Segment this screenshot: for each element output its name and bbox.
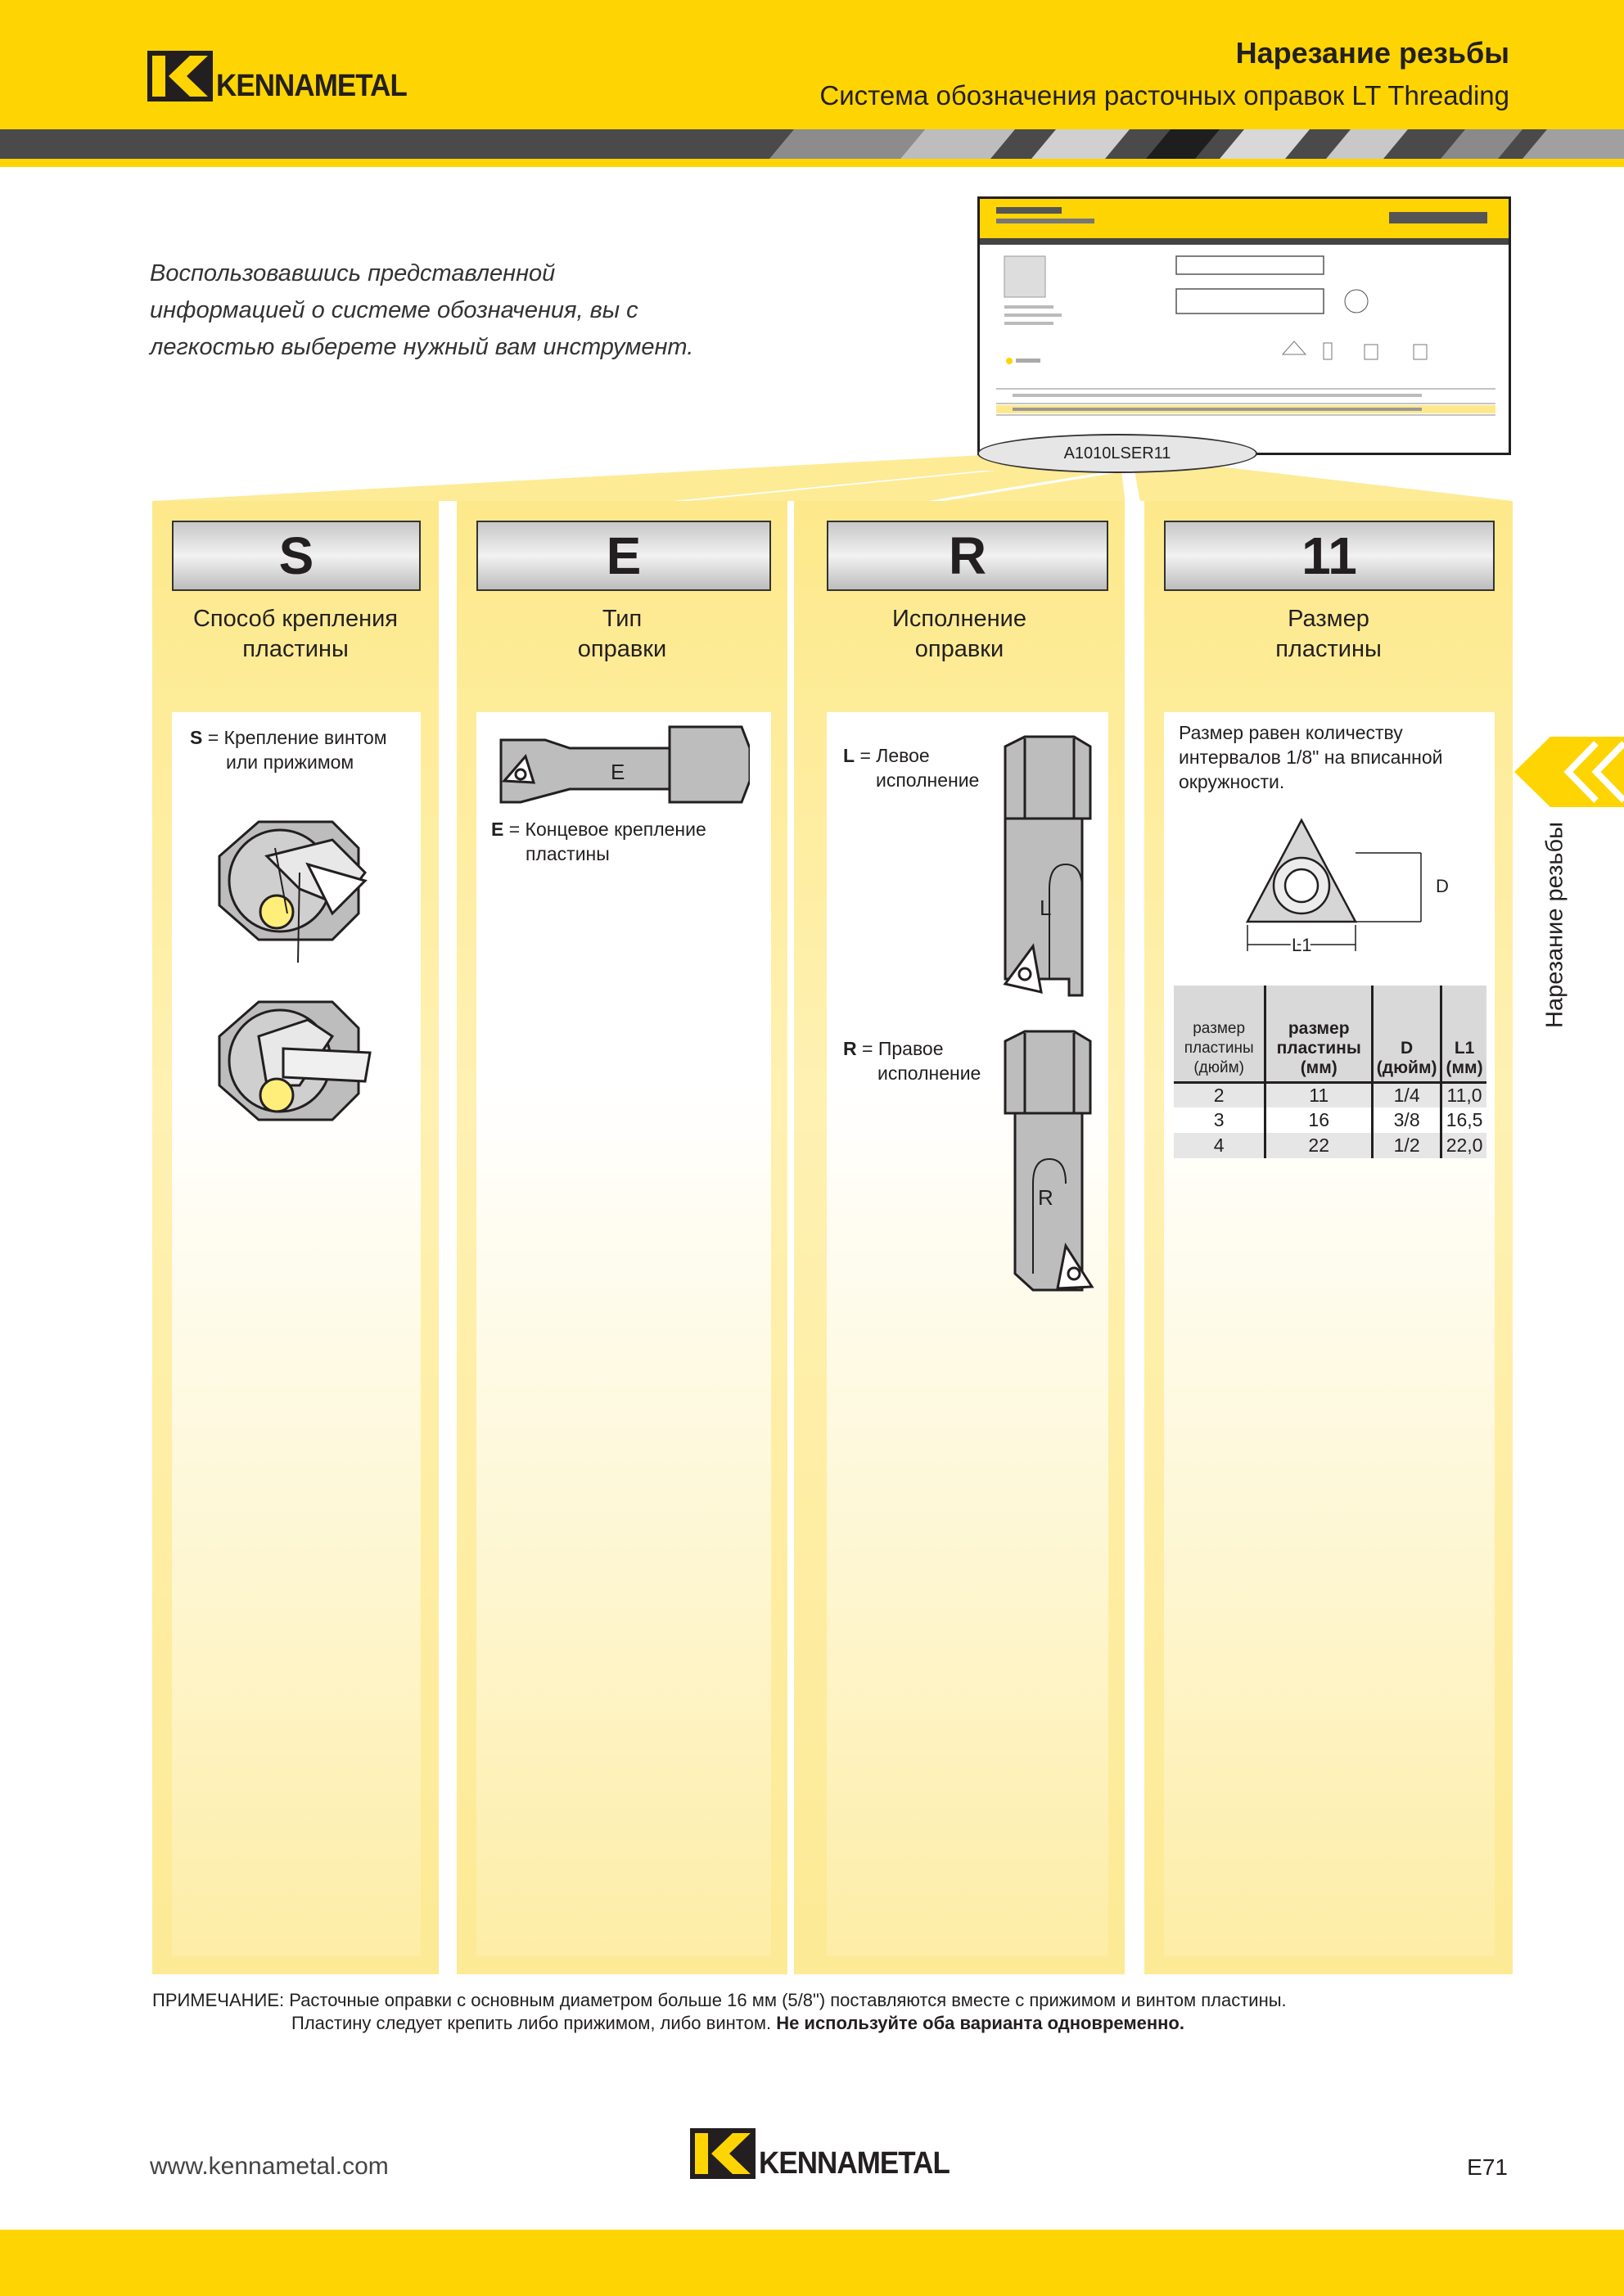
table-cell: 1/4 bbox=[1371, 1082, 1441, 1107]
clamping-text-2: или прижимом bbox=[226, 751, 354, 773]
triangle-insert-diagram: D L1 bbox=[1245, 818, 1449, 958]
column-label-hand: Исполнение оправки bbox=[892, 606, 1026, 662]
header-stripe-band bbox=[0, 129, 1624, 159]
left-hand-bar-illustration: L bbox=[1003, 735, 1092, 997]
left-hand-letter: L bbox=[1040, 895, 1051, 920]
page-title: Нарезание резьбы bbox=[1235, 36, 1509, 70]
table-cell: 2 bbox=[1174, 1082, 1265, 1107]
table-header: размер пластины (дюйм) bbox=[1174, 986, 1265, 1084]
right-hand-letter: R bbox=[1038, 1185, 1053, 1210]
table-cell: 16,5 bbox=[1440, 1107, 1486, 1133]
page-number: E71 bbox=[1467, 2154, 1508, 2180]
intro-text: Воспользовавшись представленной информац… bbox=[150, 260, 694, 360]
table-header: L1 (мм) bbox=[1440, 986, 1486, 1084]
end-mount-letter: E bbox=[611, 760, 625, 784]
holder-type-key: E bbox=[491, 819, 504, 840]
left-hand-text: = Левое bbox=[859, 745, 930, 766]
column-label-holder-type: Тип оправки bbox=[577, 606, 667, 662]
table-row: 2 11 1/4 11,0 bbox=[1174, 1082, 1486, 1107]
holder-type-definition: E = Концевое крепление пластины bbox=[491, 817, 706, 866]
clamping-definition: S = Крепление винтом или прижимом bbox=[190, 725, 387, 774]
table-cell: 16 bbox=[1264, 1107, 1373, 1133]
page-header bbox=[0, 0, 1624, 129]
thumbnail-drawing bbox=[980, 199, 1509, 416]
left-hand-key: L bbox=[843, 745, 855, 766]
column-label-insert-size: Размер пластины bbox=[1275, 606, 1382, 662]
clamping-text: = Крепление винтом bbox=[207, 727, 387, 748]
section-tab-chevron-icon bbox=[1514, 737, 1624, 807]
table-header: D (дюйм) bbox=[1371, 986, 1441, 1084]
table-cell: 11 bbox=[1264, 1082, 1373, 1107]
note-line-2-bold: Не используйте оба варианта одновременно… bbox=[776, 2013, 1184, 2033]
table-header: размер пластины (мм) bbox=[1264, 986, 1373, 1084]
table-cell: 22,0 bbox=[1440, 1133, 1486, 1158]
code-box-s: S bbox=[172, 521, 421, 591]
right-hand-definition: R = Правое исполнение bbox=[843, 1036, 981, 1085]
footnote: ПРИМЕЧАНИЕ: Расточные оправки с основным… bbox=[152, 1989, 1287, 2035]
right-hand-bar-illustration: R bbox=[1004, 1030, 1094, 1292]
section-side-label: Нарезание резьбы bbox=[1539, 822, 1572, 1028]
right-hand-text-2: исполнение bbox=[877, 1062, 981, 1084]
note-line-1: Расточные оправки с основным диаметром б… bbox=[289, 1990, 1287, 2010]
table-row: 4 22 1/2 22,0 bbox=[1174, 1133, 1486, 1158]
designation-callout: A1010LSER11 bbox=[977, 434, 1257, 473]
code-box-11: 11 bbox=[1164, 521, 1495, 591]
note-line-2: Пластину следует крепить либо прижимом, … bbox=[291, 2013, 772, 2033]
table-cell: 3 bbox=[1174, 1107, 1265, 1133]
dimension-d-label: D bbox=[1436, 876, 1449, 896]
insert-size-table: размер пластины (дюйм) размер пластины (… bbox=[1174, 986, 1486, 1158]
kennametal-logo: KENNAMETAL bbox=[147, 51, 423, 101]
table-cell: 4 bbox=[1174, 1133, 1265, 1158]
code-box-r: R bbox=[827, 521, 1108, 591]
right-hand-key: R bbox=[843, 1038, 857, 1059]
footer-website-link[interactable]: www.kennametal.com bbox=[150, 2153, 389, 2180]
code-box-e: E bbox=[476, 521, 771, 591]
table-row: 3 16 3/8 16,5 bbox=[1174, 1107, 1486, 1133]
table-cell: 11,0 bbox=[1440, 1082, 1486, 1107]
footer-yellow-bar bbox=[0, 2230, 1624, 2296]
insert-size-description: Размер равен количеству интервалов 1/8" … bbox=[1179, 722, 1443, 792]
holder-type-text: = Концевое крепление bbox=[508, 819, 706, 840]
holder-type-text-2: пластины bbox=[526, 843, 610, 864]
header-yellow-rule bbox=[0, 159, 1624, 167]
page-subtitle: Система обозначения расточных оправок LT… bbox=[819, 80, 1509, 111]
table-cell: 22 bbox=[1264, 1133, 1373, 1158]
dimension-l1-label: L1 bbox=[1292, 935, 1311, 955]
catalog-page-thumbnail bbox=[977, 196, 1511, 455]
footer-k-mark-icon bbox=[690, 2128, 756, 2179]
footer-kennametal-logo: KENNAMETAL bbox=[690, 2128, 966, 2179]
column-label-clamping: Способ крепления пластины bbox=[192, 606, 398, 662]
table-cell: 3/8 bbox=[1371, 1107, 1441, 1133]
left-hand-text-2: исполнение bbox=[876, 769, 980, 791]
right-hand-text: = Правое bbox=[862, 1038, 944, 1059]
left-hand-definition: L = Левое исполнение bbox=[843, 743, 979, 792]
footer-brand-wordmark: KENNAMETAL bbox=[759, 2146, 950, 2181]
note-prefix: ПРИМЕЧАНИЕ: bbox=[152, 1990, 285, 2010]
kennametal-k-mark-icon bbox=[147, 51, 213, 101]
section-side-label-text: Нарезание резьбы bbox=[1541, 822, 1568, 1028]
screw-clamp-illustration bbox=[218, 820, 372, 1121]
brand-wordmark: KENNAMETAL bbox=[216, 69, 408, 103]
panel-holder-type bbox=[476, 712, 771, 1956]
end-mount-bar-illustration: E bbox=[499, 725, 750, 804]
clamping-key: S bbox=[190, 727, 203, 748]
table-cell: 1/2 bbox=[1371, 1133, 1441, 1158]
